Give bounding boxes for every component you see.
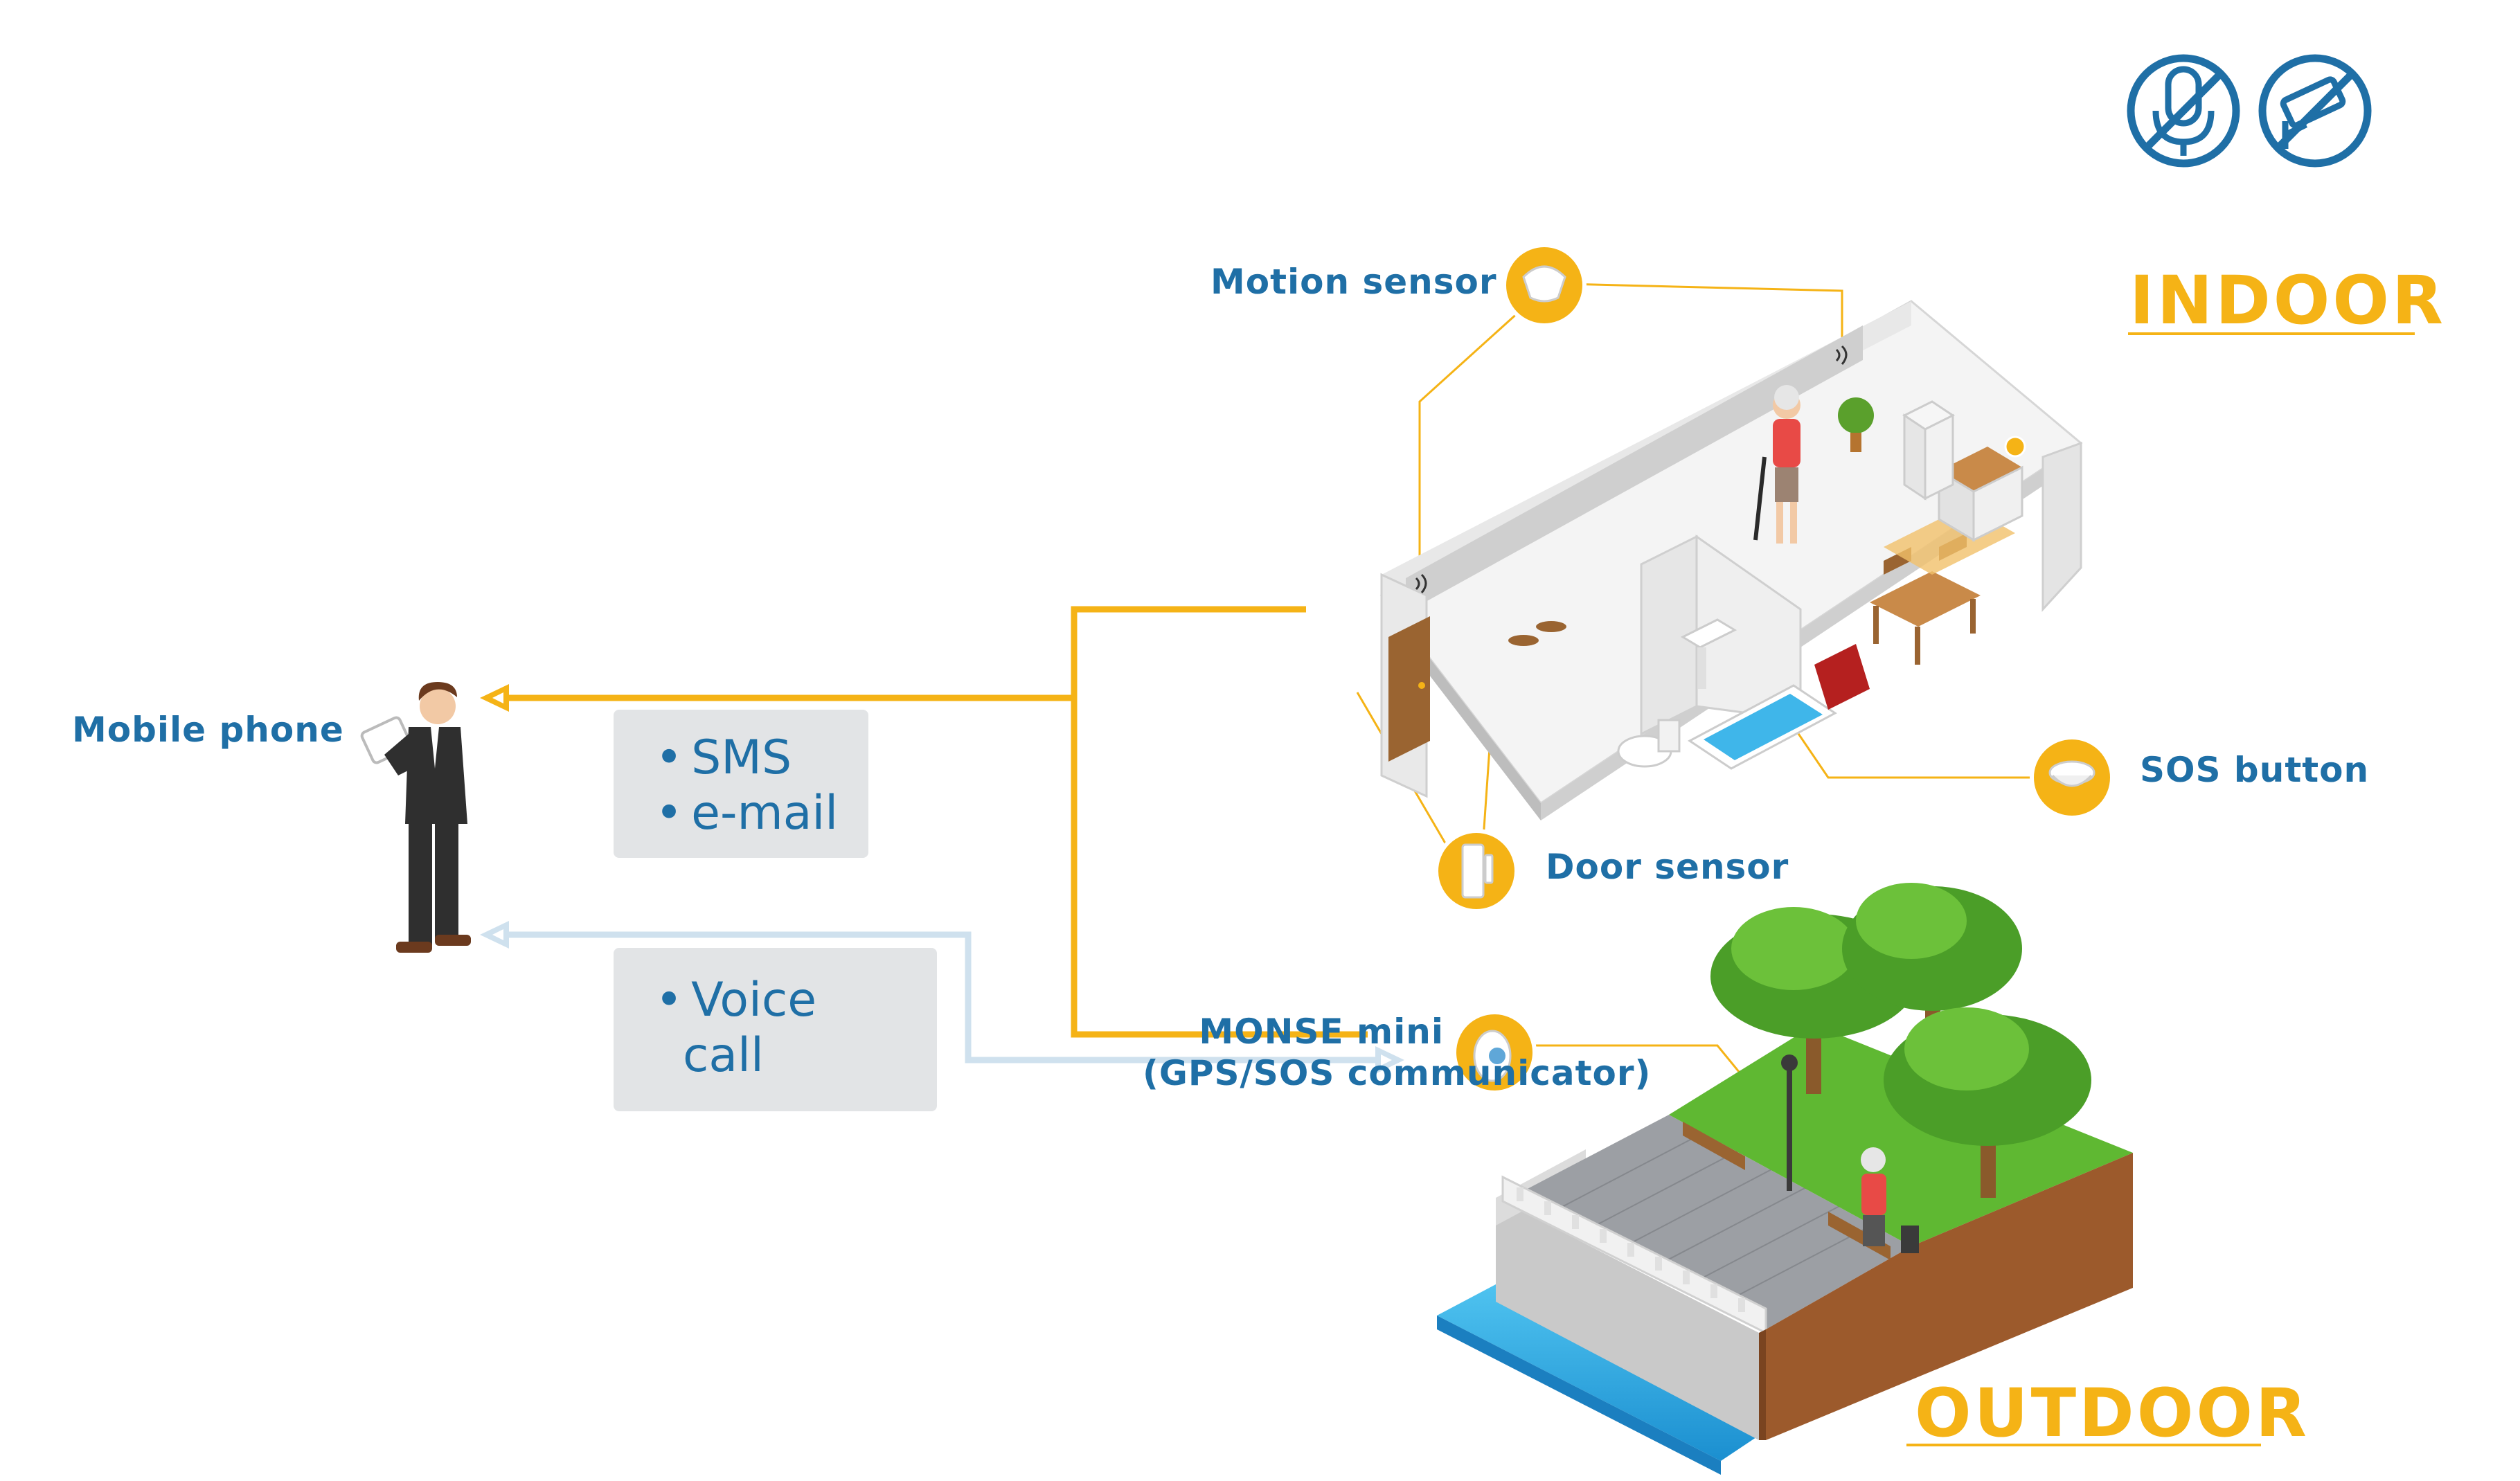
voice-item-line2: call bbox=[683, 1028, 764, 1083]
sms-email-box: SMS e-mail bbox=[614, 710, 868, 858]
elderly-woman-outdoor bbox=[1861, 1147, 1886, 1246]
outdoor-park-illustration bbox=[1437, 883, 2133, 1475]
motion-sensor-label: Motion sensor bbox=[1210, 262, 1497, 302]
email-item: e-mail bbox=[655, 786, 868, 841]
mobile-phone-label: Mobile phone bbox=[72, 710, 344, 750]
voice-call-box: Voice call bbox=[614, 948, 937, 1111]
monse-mini-label-line1: MONSE mini bbox=[1199, 1012, 1444, 1052]
no-microphone-icon bbox=[2127, 54, 2240, 168]
voice-item: Voice bbox=[655, 973, 937, 1028]
monse-mini-icon bbox=[1452, 1010, 1537, 1095]
businessman-illustration bbox=[360, 682, 471, 953]
monse-mini-label: MONSE mini (GPS/SOS communicator) bbox=[1143, 1011, 1652, 1094]
motion-sensor-icon bbox=[1502, 243, 1587, 327]
sos-button-label: SOS button bbox=[2140, 750, 2370, 790]
park-trees bbox=[1710, 883, 2091, 1198]
monse-mini-label-line2: (GPS/SOS communicator) bbox=[1143, 1053, 1652, 1093]
door-sensor-icon bbox=[1434, 829, 1519, 913]
door-sensor-label: Door sensor bbox=[1546, 847, 1789, 887]
indoor-apartment-illustration bbox=[1379, 300, 2083, 820]
outdoor-title: OUTDOOR bbox=[1915, 1374, 2309, 1452]
elderly-woman-indoor bbox=[1753, 385, 1800, 544]
indoor-title: INDOOR bbox=[2129, 262, 2446, 339]
alert-lines bbox=[497, 606, 1368, 1038]
sms-item: SMS bbox=[655, 730, 868, 786]
voice-call-line bbox=[497, 931, 1387, 1063]
sos-button-icon bbox=[2030, 735, 2114, 820]
no-camera-icon bbox=[2258, 54, 2372, 168]
